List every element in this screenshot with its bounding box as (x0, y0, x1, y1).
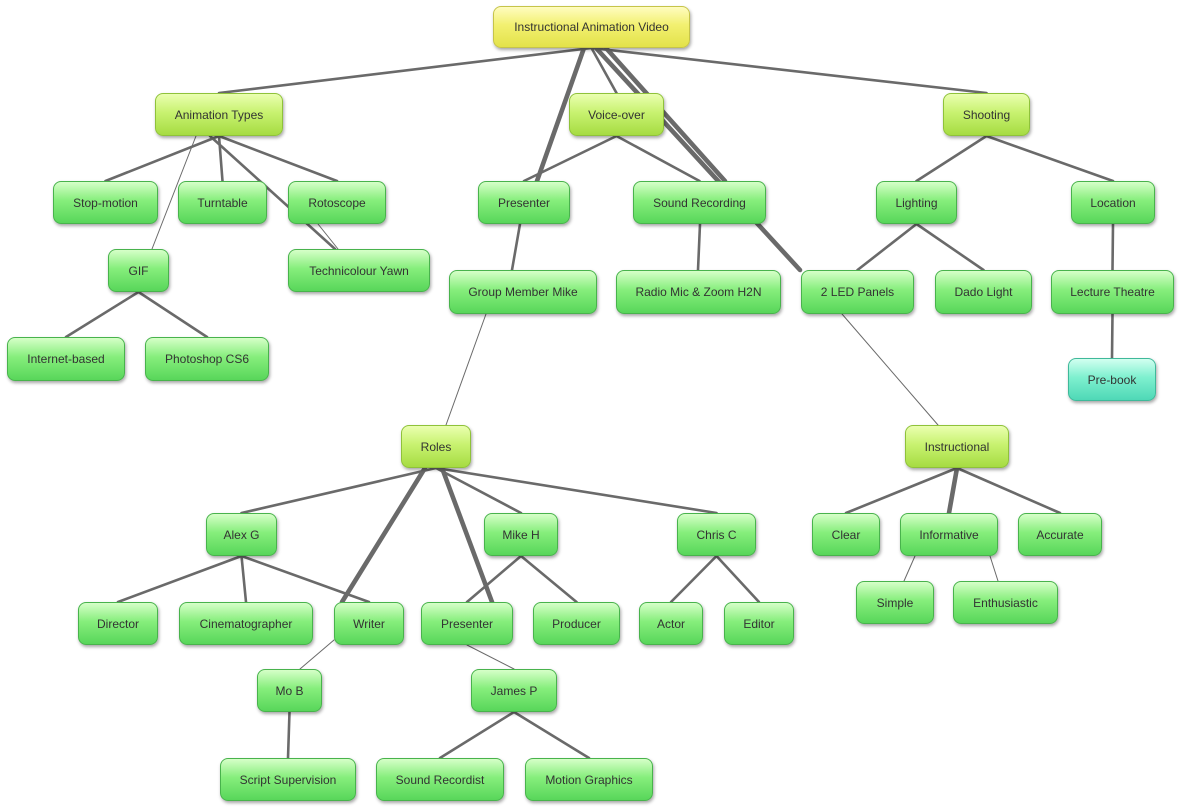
node-director[interactable]: Director (78, 602, 158, 645)
node-root[interactable]: Instructional Animation Video (493, 6, 690, 48)
connector-instructional-to-accurate (955, 466, 1062, 515)
node-technicolour-yawn[interactable]: Technicolour Yawn (288, 249, 430, 292)
node-dado-light[interactable]: Dado Light (935, 270, 1032, 314)
connector-mo-b-to-script-supervision (286, 710, 291, 760)
connector-james-p-to-sound-recordist (438, 710, 516, 760)
node-writer[interactable]: Writer (334, 602, 404, 645)
node-instructional[interactable]: Instructional (905, 425, 1009, 468)
node-lighting[interactable]: Lighting (876, 181, 957, 224)
node-informative[interactable]: Informative (900, 513, 998, 556)
node-group-member-mike[interactable]: Group Member Mike (449, 270, 597, 314)
node-chris-c[interactable]: Chris C (677, 513, 756, 556)
connector-shooting-to-lighting (915, 134, 988, 183)
connector-instructional-to-clear (844, 466, 959, 515)
connector-informative-to-enthusiastic (989, 555, 999, 582)
node-presenter-role[interactable]: Presenter (421, 602, 513, 645)
connector-roles-to-presenter-role (439, 465, 495, 605)
connector-mike-h-to-producer (519, 554, 578, 604)
connector-presenter-role-to-james-p (466, 644, 515, 670)
node-sound-recording[interactable]: Sound Recording (633, 181, 766, 224)
connector-instructional-to-informative (946, 465, 960, 516)
connector-roles-to-mike-h (434, 466, 523, 515)
node-location[interactable]: Location (1071, 181, 1155, 224)
connector-location-to-lecture-theatre (1111, 222, 1115, 272)
node-producer[interactable]: Producer (533, 602, 620, 645)
connector-animation-types-to-turntable (217, 134, 224, 183)
connector-roles-to-alex-g (240, 466, 438, 515)
node-pre-book[interactable]: Pre-book (1068, 358, 1156, 401)
node-stop-motion[interactable]: Stop-motion (53, 181, 158, 224)
node-actor[interactable]: Actor (639, 602, 703, 645)
connector-group-member-mike-to-roles (445, 313, 487, 426)
connector-sound-recording-to-radio-mic (696, 222, 702, 272)
node-script-supervision[interactable]: Script Supervision (220, 758, 356, 801)
node-enthusiastic[interactable]: Enthusiastic (953, 581, 1058, 624)
node-animation-types[interactable]: Animation Types (155, 93, 283, 136)
node-alex-g[interactable]: Alex G (206, 513, 277, 556)
connector-informative-to-simple (903, 555, 916, 582)
connector-rotoscope-to-technicolour-yawn (317, 223, 339, 250)
connector-root-to-sound-recording (603, 45, 728, 184)
connector-lighting-to-dado-light (915, 222, 985, 272)
connector-presenter-top-to-group-member-mike (510, 222, 522, 272)
connector-alex-g-to-writer (240, 554, 371, 604)
node-mo-b[interactable]: Mo B (257, 669, 322, 712)
connector-voice-over-to-presenter-top (522, 134, 618, 183)
connector-chris-c-to-editor (715, 554, 761, 604)
connector-led-panels-to-instructional (841, 313, 939, 426)
connector-animation-types-to-stop-motion (104, 134, 221, 183)
node-accurate[interactable]: Accurate (1018, 513, 1102, 556)
node-internet-based[interactable]: Internet-based (7, 337, 125, 381)
node-photoshop-cs6[interactable]: Photoshop CS6 (145, 337, 269, 381)
connector-root-to-animation-types (217, 46, 593, 95)
node-presenter-top[interactable]: Presenter (478, 181, 570, 224)
node-lecture-theatre[interactable]: Lecture Theatre (1051, 270, 1174, 314)
node-clear[interactable]: Clear (812, 513, 880, 556)
connector-james-p-to-motion-graphics (512, 710, 591, 760)
node-cinematographer[interactable]: Cinematographer (179, 602, 313, 645)
connector-animation-types-to-gif (151, 135, 197, 250)
node-motion-graphics[interactable]: Motion Graphics (525, 758, 653, 801)
node-roles[interactable]: Roles (401, 425, 471, 468)
connector-root-to-shooting (590, 46, 988, 95)
node-shooting[interactable]: Shooting (943, 93, 1030, 136)
node-simple[interactable]: Simple (856, 581, 934, 624)
connector-alex-g-to-director (116, 554, 243, 604)
node-james-p[interactable]: James P (471, 669, 557, 712)
connector-animation-types-to-technicolour-yawn (208, 134, 337, 251)
connector-shooting-to-location (985, 134, 1115, 183)
connector-animation-types-to-rotoscope (217, 134, 339, 183)
connector-gif-to-photoshop-cs6 (137, 290, 209, 339)
connector-writer-to-mo-b (299, 639, 335, 670)
node-led-panels[interactable]: 2 LED Panels (801, 270, 914, 314)
node-voice-over[interactable]: Voice-over (569, 93, 664, 136)
connector-root-to-voice-over (590, 46, 618, 95)
connector-roles-to-chris-c (434, 466, 718, 515)
connector-root-to-presenter-top (534, 45, 587, 184)
node-turntable[interactable]: Turntable (178, 181, 267, 224)
node-rotoscope[interactable]: Rotoscope (288, 181, 386, 224)
connector-alex-g-to-cinematographer (240, 554, 248, 604)
connector-lecture-theatre-to-pre-book (1110, 312, 1114, 360)
connector-mike-h-to-presenter-role (465, 554, 523, 604)
node-mike-h[interactable]: Mike H (484, 513, 558, 556)
connector-roles-to-writer (339, 465, 428, 605)
node-editor[interactable]: Editor (724, 602, 794, 645)
connector-lighting-to-led-panels (856, 222, 918, 272)
connector-root-to-led-panels (593, 45, 803, 273)
connector-gif-to-internet-based (64, 290, 140, 339)
connector-chris-c-to-actor (669, 554, 718, 604)
connector-voice-over-to-sound-recording (615, 134, 701, 183)
node-gif[interactable]: GIF (108, 249, 169, 292)
node-sound-recordist[interactable]: Sound Recordist (376, 758, 504, 801)
node-radio-mic[interactable]: Radio Mic & Zoom H2N (616, 270, 781, 314)
